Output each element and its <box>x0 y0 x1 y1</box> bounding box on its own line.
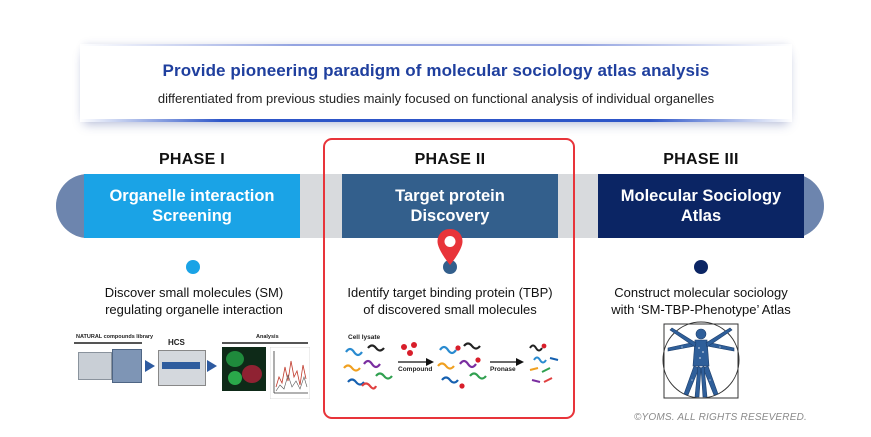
phase-3-title-line1: Molecular Sociology <box>620 187 782 205</box>
phase-2-title-line2: Discovery <box>410 207 490 225</box>
library-underline <box>74 342 142 344</box>
phase-1-label: PHASE I <box>158 151 226 168</box>
phase-3-description: Construct molecular sociology with ‘SM-T… <box>571 284 831 318</box>
hcs-label: HCS <box>168 338 185 347</box>
analysis-underline <box>222 342 308 344</box>
phase-1-desc-line2: regulating organelle interaction <box>105 302 283 317</box>
library-label: NATURAL compounds library <box>76 334 154 340</box>
phase-1-figure: NATURAL compounds library HCS Analysis <box>72 332 310 406</box>
compound-plate-image <box>78 352 112 380</box>
phase-2-title-line1: Target protein <box>395 187 505 205</box>
analysis-label: Analysis <box>256 334 279 340</box>
phase-3-label: PHASE III <box>663 151 739 168</box>
copyright-notice: ©YOMS. ALL RIGHTS RESEVERED. <box>633 412 807 423</box>
arrow-right-icon <box>398 358 434 366</box>
vitruvian-atlas-image <box>662 321 740 399</box>
microscopy-image <box>222 347 266 391</box>
phase-2-dot <box>443 260 457 274</box>
phase-2-figure: Cell lysate Compound Pronase <box>340 330 560 394</box>
phase-1-description: Discover small molecules (SM) regulating… <box>64 284 324 318</box>
phase-1-title-line2: Screening <box>152 207 232 225</box>
protein-mixture-icon <box>343 344 393 390</box>
location-pin-icon <box>437 229 463 265</box>
compound-vial-image <box>112 349 142 383</box>
phase-1-title-line1: Organelle interaction <box>109 187 275 205</box>
phase-2-desc-line2: of discovered small molecules <box>363 302 537 317</box>
arrow-right-icon <box>490 358 524 366</box>
banner-top-line <box>80 44 792 46</box>
phase-3-desc-line1: Construct molecular sociology <box>614 285 788 300</box>
phase-2-label: PHASE II <box>414 151 486 168</box>
digested-fragments-icon <box>529 343 559 383</box>
phase-3-box: Molecular Sociology Atlas <box>598 174 804 238</box>
phase-1-box: Organelle interaction Screening <box>84 174 300 238</box>
phase-2-description: Identify target binding protein (TBP) of… <box>320 284 580 318</box>
arrow-right-icon <box>207 360 217 372</box>
phase-1-desc-line1: Discover small molecules (SM) <box>104 285 284 300</box>
phase-3-desc-line2: with ‘SM-TBP-Phenotype’ Atlas <box>611 302 791 317</box>
hcs-instrument-panel <box>162 362 200 369</box>
cell-lysate-label: Cell lysate <box>348 334 381 341</box>
compound-label: Compound <box>398 366 433 373</box>
header-banner: Provide pioneering paradigm of molecular… <box>80 44 792 122</box>
compound-dots-icon <box>401 342 417 356</box>
phase-2-desc-line1: Identify target binding protein (TBP) <box>347 285 553 300</box>
phase-1-dot <box>186 260 200 274</box>
phase-3-dot <box>694 260 708 274</box>
arrow-right-icon <box>145 360 155 372</box>
banner-bottom-line <box>80 119 792 122</box>
banner-subtitle: differentiated from previous studies mai… <box>157 91 715 106</box>
banner-title: Provide pioneering paradigm of molecular… <box>162 61 710 80</box>
phase-3-title-line2: Atlas <box>680 207 722 225</box>
bound-complex-icon <box>437 342 487 389</box>
analysis-plot-image <box>270 347 310 399</box>
phase-2-highlight-frame <box>323 138 575 419</box>
phase-2-box: Target protein Discovery <box>342 174 558 238</box>
pronase-label: Pronase <box>490 366 516 373</box>
